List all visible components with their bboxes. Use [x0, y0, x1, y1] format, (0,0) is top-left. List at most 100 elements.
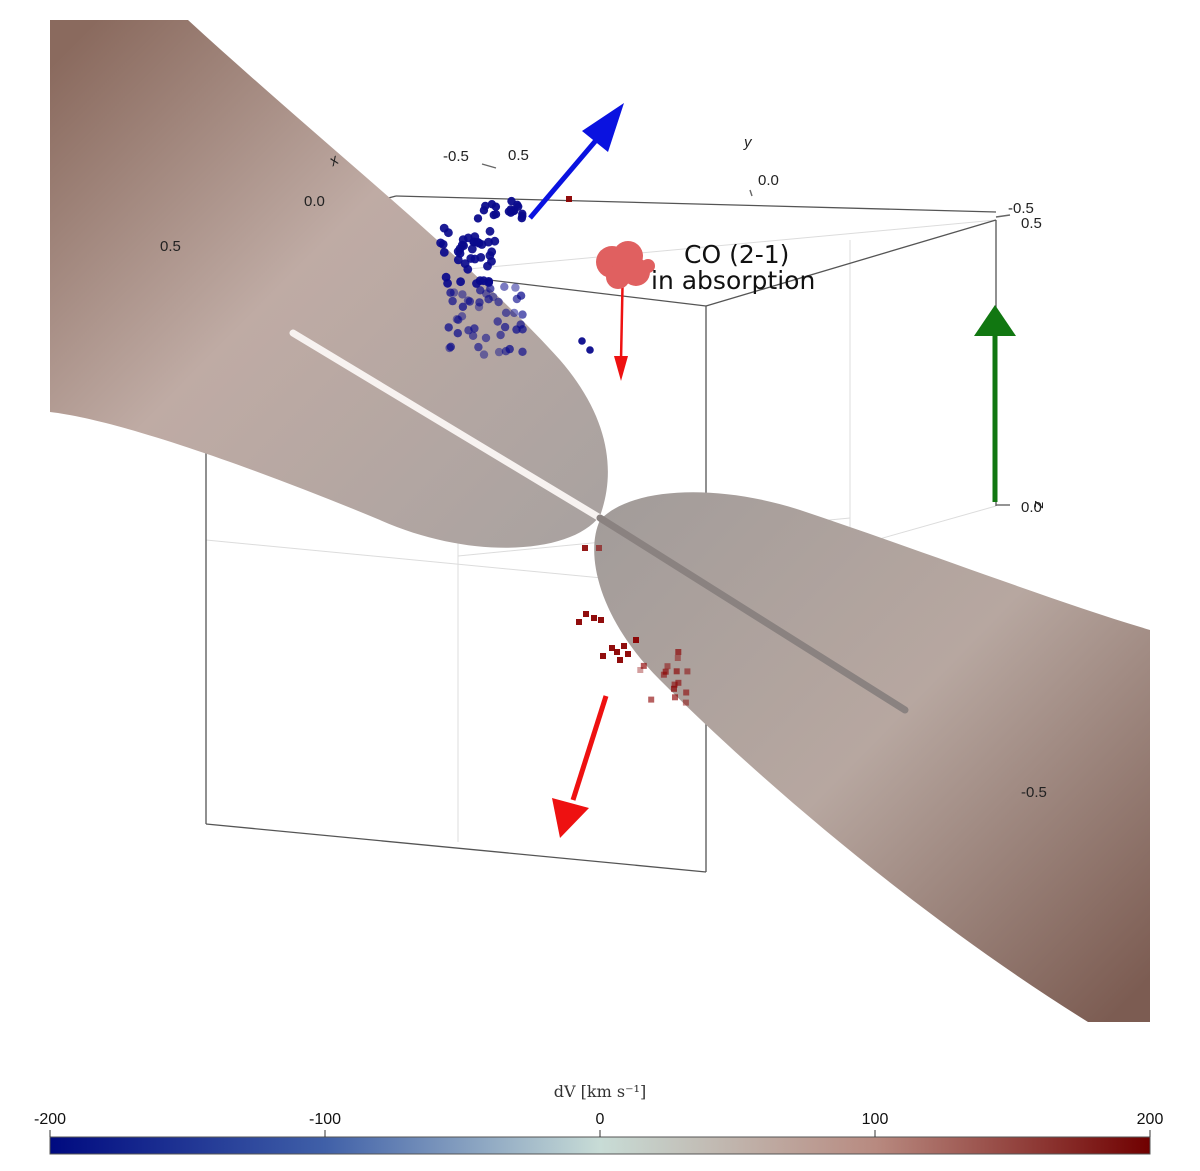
data-point-blueshifted — [504, 207, 514, 216]
bicone-upper-left — [50, 20, 608, 548]
data-point-blueshifted — [446, 288, 455, 297]
data-point-blueshifted — [493, 317, 502, 326]
data-point-blueshifted — [494, 347, 504, 357]
colorbar-label: dV [km s⁻¹] — [554, 1082, 646, 1101]
data-point-blueshifted — [484, 237, 493, 247]
data-point-redshifted — [617, 657, 623, 663]
data-point-blueshifted — [475, 298, 484, 307]
y-tick-0: 0.5 — [508, 147, 529, 164]
y-axis-name: y — [743, 134, 753, 151]
colorbar-tick-label: -200 — [34, 1111, 66, 1128]
annotation-line1: CO (2-1) — [684, 240, 789, 269]
disk-plane-upper — [289, 329, 604, 522]
data-point-blueshifted — [454, 315, 463, 324]
data-point-redshifted — [625, 651, 631, 657]
data-point-redshifted — [598, 617, 604, 623]
data-point-blueshifted — [501, 308, 511, 317]
data-point-blueshifted — [443, 278, 452, 288]
z-tick-0: 0.5 — [1021, 215, 1042, 232]
data-point-blueshifted — [465, 297, 474, 306]
data-point-blueshifted — [507, 196, 516, 206]
data-point-redshifted — [682, 699, 689, 706]
colorbar-gradient — [49, 1136, 1151, 1155]
x-tick-1: 0.0 — [304, 193, 325, 210]
data-point-blueshifted — [491, 202, 501, 211]
data-point-redshifted — [674, 655, 681, 661]
data-point-blueshifted — [578, 337, 586, 345]
colorbar-tick-label: 0 — [596, 1111, 605, 1128]
data-point-blueshifted — [436, 238, 445, 248]
data-point-blueshifted — [518, 347, 527, 356]
data-point-blueshifted — [457, 240, 467, 250]
y-tick-2: -0.5 — [1008, 200, 1034, 217]
colorbar-ticks: -200 -100 0 100 200 — [34, 1111, 1163, 1137]
data-point-blueshifted — [481, 333, 491, 343]
data-point-redshifted — [637, 667, 644, 673]
data-point-redshifted — [672, 694, 678, 701]
data-point-blueshifted — [473, 214, 483, 223]
data-point-blueshifted — [448, 296, 457, 306]
data-point-blueshifted — [453, 247, 463, 256]
data-point-redshifted — [664, 663, 671, 670]
co-absorption-cloud-icon — [596, 241, 655, 289]
colorbar-tick-label: 200 — [1137, 1111, 1164, 1128]
colorbar-tick-label: -100 — [309, 1111, 341, 1128]
data-point-blueshifted — [449, 288, 459, 297]
data-point-blueshifted — [518, 310, 527, 319]
z-tick-1: 0.0 — [1021, 499, 1042, 516]
data-point-blueshifted — [511, 283, 520, 292]
data-point-blueshifted — [496, 330, 505, 340]
data-point-blueshifted — [473, 237, 483, 247]
z-tick-2: -0.5 — [1021, 784, 1047, 801]
data-point-blueshifted — [472, 279, 481, 288]
data-point-blueshifted — [474, 302, 484, 312]
y-tick-1: 0.0 — [758, 172, 779, 189]
data-point-blueshifted — [500, 322, 510, 332]
bicone-lower-right — [594, 492, 1150, 1022]
colorbar-tick-label: 100 — [862, 1111, 889, 1128]
data-point-redshifted — [671, 685, 677, 692]
x-tick-2: -0.5 — [443, 148, 469, 165]
data-point-blueshifted — [517, 214, 526, 223]
data-point-redshifted — [614, 649, 620, 655]
z-axis-name: z — [1031, 500, 1048, 509]
data-point-redshifted — [600, 653, 606, 659]
colorbar: dV [km s⁻¹] -200 -100 0 100 200 — [34, 1082, 1163, 1155]
data-point-blueshifted — [476, 253, 486, 262]
data-point-redshifted — [591, 615, 597, 621]
data-point-blueshifted — [500, 282, 509, 291]
data-point-redshifted — [683, 689, 690, 696]
data-point-blueshifted — [457, 312, 467, 321]
data-point-blueshifted — [439, 223, 449, 233]
data-point-redshifted — [621, 643, 627, 649]
arrow-outflow-blue — [528, 103, 624, 220]
data-point-blueshifted — [518, 325, 527, 334]
data-point-redshifted — [583, 611, 589, 617]
data-point-blueshifted — [464, 326, 473, 335]
data-point-blueshifted — [483, 261, 492, 271]
data-point-blueshifted — [460, 259, 470, 268]
arrow-axis-green — [974, 305, 1016, 502]
data-point-blueshifted — [489, 292, 498, 302]
data-point-redshifted — [648, 696, 655, 703]
x-tick-0: 0.5 — [160, 238, 181, 255]
data-point-blueshifted — [494, 297, 503, 307]
data-point-blueshifted — [482, 289, 491, 298]
data-point-blueshifted — [458, 302, 468, 311]
data-point-redshifted — [633, 637, 639, 643]
data-point-blueshifted — [481, 201, 490, 211]
disk-plane-lower — [596, 514, 909, 714]
data-point-redshifted — [671, 681, 678, 688]
data-point-redshifted — [684, 668, 691, 675]
data-point-blueshifted — [456, 277, 465, 287]
data-point-redshifted — [675, 649, 682, 655]
data-point-redshifted — [576, 619, 582, 625]
velocity-points — [436, 196, 691, 706]
data-point-blueshifted — [516, 291, 526, 300]
data-point-redshifted — [596, 545, 602, 551]
data-point-blueshifted — [485, 226, 495, 236]
data-point-redshifted — [609, 645, 615, 651]
data-point-redshifted — [640, 662, 647, 669]
data-point-blueshifted — [487, 247, 497, 257]
